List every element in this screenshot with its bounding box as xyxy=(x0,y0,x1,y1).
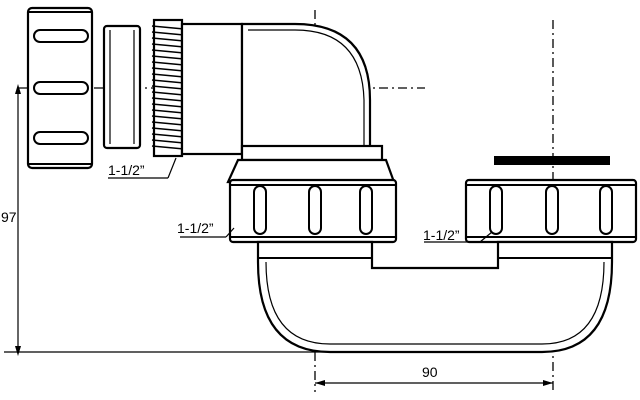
nut-grip-slot xyxy=(599,185,613,235)
thread-ridge xyxy=(151,145,185,150)
thread-ridge xyxy=(151,49,185,54)
thread-ridge xyxy=(151,115,185,120)
thread-ridge xyxy=(151,61,185,66)
thread-ridge xyxy=(151,103,185,108)
thread-ridge xyxy=(151,73,185,78)
thread-ridge xyxy=(151,55,185,60)
nut-grip-slot xyxy=(253,185,267,235)
nut-grip-slot xyxy=(308,185,322,235)
inlet-nut xyxy=(26,6,94,170)
thread-size-label-right: 1-1/2” xyxy=(423,227,460,243)
thread-ridge xyxy=(151,85,185,90)
u-trap-body xyxy=(256,240,614,354)
height-dimension xyxy=(4,84,330,356)
left-union-nut xyxy=(228,178,398,244)
thread-ridge xyxy=(151,127,185,132)
thread-ridge xyxy=(151,91,185,96)
nut-grip-slot xyxy=(489,185,503,235)
right-union-nut xyxy=(464,178,638,244)
thread-ridge xyxy=(151,133,185,138)
thread-ridge xyxy=(151,31,185,36)
inlet-collar xyxy=(102,24,142,150)
outlet-bar xyxy=(494,156,610,165)
inlet-sleeve xyxy=(180,22,244,156)
nut-grip-slot xyxy=(33,29,89,43)
leader-lines xyxy=(108,157,493,243)
nut-grip-slot xyxy=(359,185,373,235)
spacing-dimension xyxy=(315,380,553,386)
thread-ridge xyxy=(151,79,185,84)
nut-grip-slot xyxy=(33,81,89,95)
thread-size-label-top: 1-1/2” xyxy=(108,162,145,178)
thread-ridge xyxy=(151,43,185,48)
elbow-pipe xyxy=(226,22,396,184)
nut-grip-slot xyxy=(33,131,89,145)
thread-ridge xyxy=(151,109,185,114)
nut-grip-slot xyxy=(545,185,559,235)
thread-ridge xyxy=(151,121,185,126)
thread-ridge xyxy=(151,97,185,102)
thread-ridge xyxy=(151,37,185,42)
thread-size-label-left: 1-1/2” xyxy=(177,220,214,236)
thread-ridge xyxy=(151,139,185,144)
spacing-dimension-label: 90 xyxy=(422,364,438,380)
thread-ridge xyxy=(151,67,185,72)
thread-ridge xyxy=(151,25,185,30)
height-dimension-label: 97 xyxy=(1,209,17,225)
threaded-inlet xyxy=(151,18,185,158)
